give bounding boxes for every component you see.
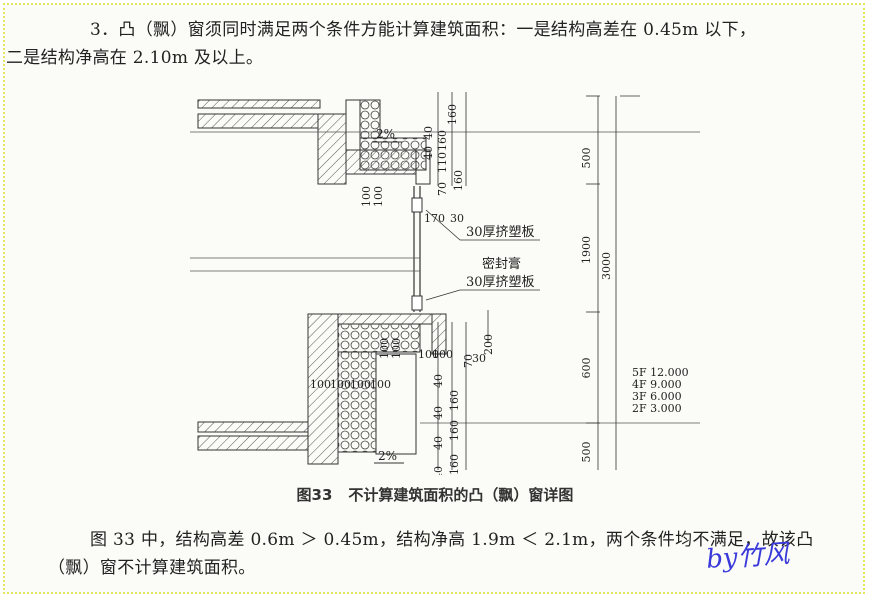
slope-label-bottom: 2% xyxy=(378,449,397,463)
slope-label-top: 2% xyxy=(376,127,395,141)
label-sealant: 密封膏 xyxy=(482,256,521,272)
dim-label: 100 xyxy=(330,378,351,391)
dim-label: 160 xyxy=(448,420,461,441)
floor-levels: 5F 12.000 4F 9.000 3F 6.000 2F 3.000 xyxy=(632,366,689,415)
figure-caption: 图33 不计算建筑面积的凸（飘）窗详图 xyxy=(0,484,870,505)
dim-label: 1900 xyxy=(580,236,593,264)
dim-label: 500 xyxy=(580,148,593,169)
dim-label: 100 xyxy=(390,338,403,359)
dimension-lines-right xyxy=(586,95,640,470)
dim-label: 40 xyxy=(422,146,435,160)
dim-label: 160 xyxy=(448,390,461,411)
floor-level-2f: 2F 3.000 xyxy=(632,402,682,415)
dim-label: 100 xyxy=(310,378,331,391)
dim-label: 160 xyxy=(452,170,465,191)
dim-label: 70 xyxy=(462,354,475,368)
dim-label: 100 xyxy=(370,378,391,391)
dim-label: 40 xyxy=(422,126,435,140)
dim-label: 30 xyxy=(472,352,486,365)
dim-label: 40 xyxy=(432,406,445,420)
paragraph-line-1: 3．凸（飘）窗须同时满足两个条件方能计算建筑面积：一是结构高差在 0.45m 以… xyxy=(90,20,757,40)
paragraph-conclusion: 图 33 中，结构高差 0.6m ＞ 0.45m，结构净高 1.9m ＜ 2.1… xyxy=(48,530,814,578)
dim-label: 100 xyxy=(360,186,373,207)
floor-level-4f: 4F 9.000 xyxy=(632,378,682,391)
label-xps-board-bottom: 30厚挤塑板 xyxy=(466,275,535,290)
window-glass xyxy=(411,186,423,312)
dim-label: 160 xyxy=(436,130,449,151)
dim-label: 70 xyxy=(436,182,449,196)
dim-label: 100 xyxy=(432,348,453,361)
dim-label: 100 xyxy=(372,186,385,207)
label-xps-board-top: 30厚挤塑板 xyxy=(466,225,535,240)
paragraph-line-2: 二是结构净高在 2.10m 及以上。 xyxy=(6,48,264,68)
floor-level-3f: 3F 6.000 xyxy=(632,390,682,403)
upper-structure xyxy=(197,99,431,185)
dim-label: 160 xyxy=(448,454,461,475)
page-frame xyxy=(3,3,865,594)
dimension-text-left: 160 40 160 40 110 160 70 100 100 170 30 … xyxy=(310,104,495,475)
bay-window-detail-drawing: 2% 2% 30厚挤塑板 密封膏 30厚挤塑板 160 40 160 40 11… xyxy=(190,92,700,475)
dimension-text-right: 500 1900 3000 600 500 xyxy=(580,148,613,463)
dim-label: 40 xyxy=(432,436,445,450)
dim-label: 600 xyxy=(580,358,593,379)
dim-label: 3000 xyxy=(600,252,613,280)
annotations: 30厚挤塑板 密封膏 30厚挤塑板 xyxy=(425,209,540,301)
lower-structure xyxy=(197,313,447,465)
dim-label: 100 xyxy=(418,348,439,361)
signature: by竹风 xyxy=(705,539,791,575)
dim-label: 100 xyxy=(378,338,391,359)
dim-label: 200 xyxy=(482,334,495,355)
dim-label: 110 xyxy=(436,152,449,173)
dim-label: 100 xyxy=(350,378,371,391)
dim-label: 40 xyxy=(432,466,445,475)
dim-label: 160 xyxy=(446,104,459,125)
paragraph-condition: 3．凸（飘）窗须同时满足两个条件方能计算建筑面积：一是结构高差在 0.45m 以… xyxy=(6,16,838,72)
floor-level-5f: 5F 12.000 xyxy=(632,366,689,379)
dim-label: 170 xyxy=(424,212,445,225)
dimension-lines-left xyxy=(437,92,489,470)
dim-label: 30 xyxy=(450,212,464,225)
figure-title: 不计算建筑面积的凸（飘）窗详图 xyxy=(348,486,574,504)
dim-label: 40 xyxy=(432,374,445,388)
figure-number: 图33 xyxy=(296,486,333,504)
dim-label: 500 xyxy=(580,442,593,463)
